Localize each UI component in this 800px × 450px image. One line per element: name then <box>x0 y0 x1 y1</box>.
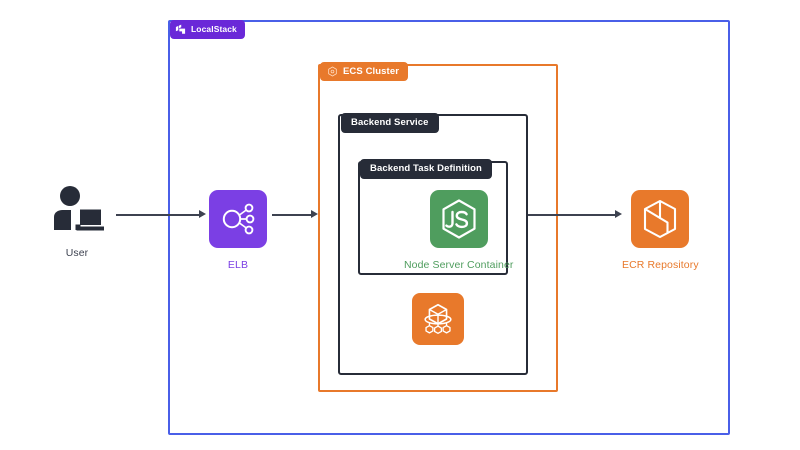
node-nodejs-container: Node Server Container <box>404 190 514 271</box>
localstack-boundary <box>168 20 730 435</box>
ecs-cluster-label-text: ECS Cluster <box>343 65 400 77</box>
arrow-head <box>199 210 206 218</box>
ecr-repository-icon <box>631 190 690 248</box>
node-ecr-label: ECR Repository <box>622 259 699 271</box>
arrow-head <box>311 210 318 218</box>
user-at-laptop-icon <box>50 184 104 236</box>
backend-service-label-tab: Backend Service <box>341 113 439 133</box>
ecs-cluster-boundary <box>318 64 558 392</box>
node-nodejs-label: Node Server Container <box>404 259 514 271</box>
localstack-label-tab: LocalStack <box>170 20 245 39</box>
arrow-line <box>272 214 312 216</box>
task-definition-label-tab: Backend Task Definition <box>360 159 492 179</box>
ecs-task-icon <box>412 293 464 345</box>
node-elb-label: ELB <box>227 259 249 271</box>
arrow-head <box>615 210 622 218</box>
node-ecr-repository: ECR Repository <box>622 190 699 271</box>
elastic-load-balancer-icon <box>209 190 267 248</box>
backend-service-label-text: Backend Service <box>351 117 429 129</box>
arrow-line <box>116 214 200 216</box>
localstack-logo-icon <box>175 24 186 35</box>
arrow-backend-service-to-ecr <box>528 210 622 219</box>
nodejs-icon <box>429 190 488 248</box>
node-user: User <box>50 184 104 259</box>
node-user-label: User <box>65 247 89 259</box>
ecs-cluster-label-tab: ECS Cluster <box>320 62 409 81</box>
arrow-line <box>528 214 616 216</box>
localstack-label-text: LocalStack <box>191 24 237 35</box>
arrow-elb-to-ecs-cluster <box>272 210 318 219</box>
node-elb: ELB <box>209 190 267 271</box>
arrow-user-to-elb <box>116 210 206 219</box>
task-definition-label-text: Backend Task Definition <box>370 163 482 175</box>
node-ecs-task <box>412 293 464 345</box>
ecs-cluster-icon <box>327 66 338 77</box>
